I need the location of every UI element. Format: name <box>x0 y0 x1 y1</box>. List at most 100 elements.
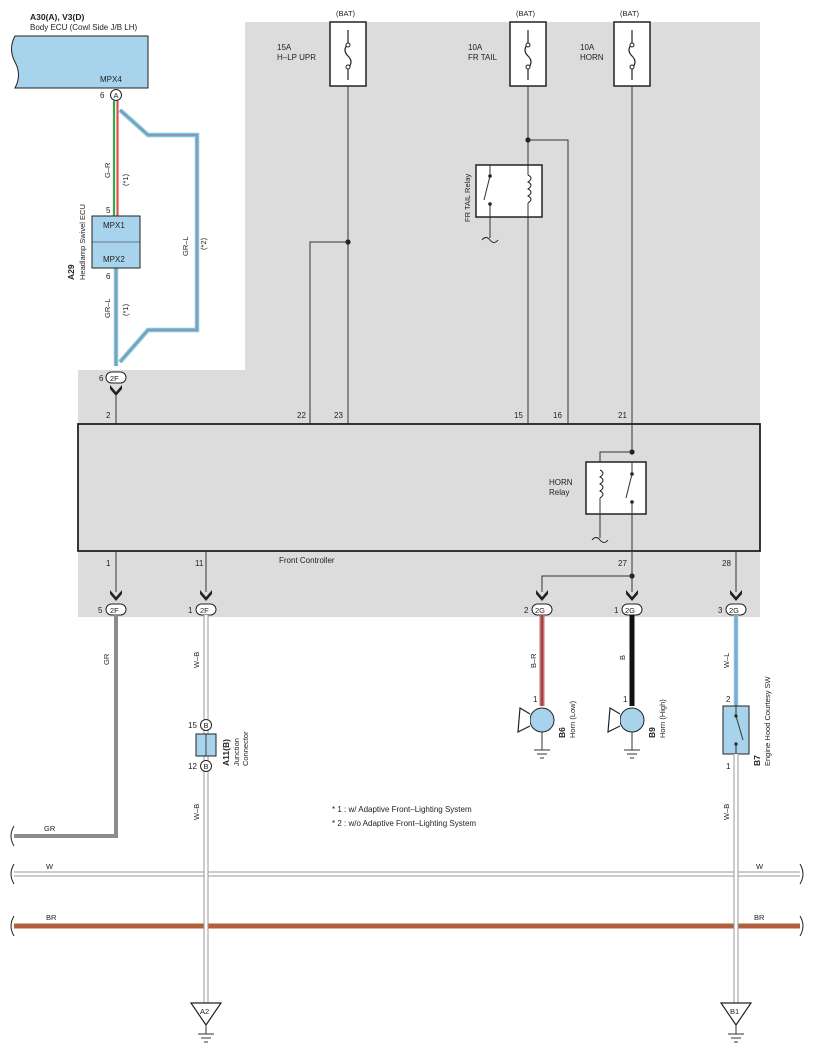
headlamp-mpx2-label: MPX2 <box>103 255 125 264</box>
wire-note-gr-l-bypass: (*2) <box>199 237 208 250</box>
pin-label: 28 <box>722 559 731 568</box>
connector-2f-a: 5 2F <box>98 603 127 616</box>
junction-desc-2: Connector <box>241 731 250 766</box>
horn-high: B 1 B9 Horn (High) <box>607 615 667 759</box>
wire-label-br-right: BR <box>754 913 765 922</box>
ground-label: B1 <box>730 1007 739 1016</box>
pin-label: 1 <box>106 559 111 568</box>
pin-label: 15 <box>514 411 523 420</box>
body-ecu-port-label: MPX4 <box>100 75 122 84</box>
wire-label-b: B <box>618 655 627 660</box>
horn-high-code: B9 <box>647 727 657 738</box>
headlamp-mpx1-label: MPX1 <box>103 221 125 230</box>
horn-high-pin: 1 <box>623 695 628 704</box>
body-ecu-pin-letter: A <box>114 91 119 100</box>
pin-label: 23 <box>334 411 343 420</box>
wire-note-gr-l: (*1) <box>121 303 130 316</box>
connector-pin-number: 5 <box>98 606 103 615</box>
connector-pin-number: 1 <box>188 606 193 615</box>
fuse-rating: 10A <box>468 43 483 52</box>
wire-label-w-b-right: W–B <box>722 804 731 820</box>
pin-label: 21 <box>618 411 627 420</box>
hood-sw-desc: Engine Hood Courtesy SW <box>763 675 772 766</box>
ground-b1: B1 <box>719 1002 753 1043</box>
fuse-name: HORN <box>580 53 604 62</box>
front-controller-label: Front Controller <box>279 556 335 565</box>
note-2: * 2 : w/o Adaptive Front–Lighting System <box>332 819 476 828</box>
lower-wiring <box>110 551 742 601</box>
connector-name: 2F <box>200 606 209 615</box>
wire-note-g-r: (*1) <box>121 173 130 186</box>
connector-pin-number: 2 <box>524 606 529 615</box>
body-ecu: A30(A), V3(D) Body ECU (Cowl Side J/B LH… <box>11 12 149 101</box>
pin-label: 16 <box>553 411 562 420</box>
hood-sw-pin-top: 2 <box>726 695 731 704</box>
wire-label-w-left: W <box>46 862 54 871</box>
connector-pin-number: 6 <box>99 374 104 383</box>
front-controller: Front Controller 2 22 23 15 16 21 1 11 2… <box>77 411 761 568</box>
wire-label-b-r: B–R <box>529 653 538 668</box>
headlamp-wiring <box>112 101 200 366</box>
ground-icon <box>719 1002 753 1027</box>
fuse-rating: 15A <box>277 43 292 52</box>
connector-pin-number: 1 <box>614 606 619 615</box>
ground-icon <box>189 1002 223 1027</box>
wire-label-w-b-top: W–B <box>192 652 201 668</box>
connector-2g-b: 1 2G <box>614 603 643 616</box>
fr-tail-relay: FR TAIL Relay <box>463 164 543 243</box>
wire-w-b: W–B W–B <box>192 615 209 1003</box>
connector-2g-c: 3 2G <box>718 603 747 616</box>
wire-label-w-l: W–L <box>722 653 731 668</box>
connector-circle-icon <box>200 760 212 772</box>
bus-w: W W <box>10 862 804 885</box>
headlamp-ecu-desc: Headlamp Swivel ECU <box>78 204 87 280</box>
wire-label-w-b-bottom: W–B <box>192 804 201 820</box>
connector-2f-top: 6 2F <box>99 371 127 424</box>
wire-label-gr-l: GR–L <box>103 298 112 318</box>
connector-circle-icon <box>200 719 212 731</box>
horn-relay-label-2: Relay <box>549 488 569 497</box>
hood-sw-pin-bottom: 1 <box>726 762 731 771</box>
horn-high-desc: Horn (High) <box>658 699 667 738</box>
junction-desc-1: Junction <box>232 738 241 766</box>
wire-label-gr-bus: GR <box>44 824 56 833</box>
notes: * 1 : w/ Adaptive Front–Lighting System … <box>332 805 476 828</box>
headlamp-ecu-code: A29 <box>66 264 76 280</box>
ground-a2: A2 <box>189 1002 223 1043</box>
wire-label-gr: GR <box>102 653 111 665</box>
horn-low-desc: Horn (Low) <box>568 700 577 738</box>
connector-name: 2F <box>110 374 119 383</box>
fuse-source: (BAT) <box>620 9 640 18</box>
headlamp-swivel-ecu: MPX1 MPX2 5 6 A29 Headlamp Swivel ECU G–… <box>66 162 208 318</box>
shaded-region <box>78 22 760 617</box>
connector-name: 2G <box>535 606 545 615</box>
connector-name: 2G <box>729 606 739 615</box>
engine-hood-sw: W–L 2 1 B7 Engine Hood Courtesy SW W–B <box>722 615 772 1003</box>
headlamp-pin-top: 5 <box>106 206 111 215</box>
junction-connector: 15 B 12 B A11(B) Junction Connector <box>188 719 250 772</box>
relay-icon <box>585 461 647 515</box>
junction-pin-top: 15 <box>188 721 197 730</box>
bat-wiring <box>309 86 633 452</box>
wire-label-gr-l-bypass: GR–L <box>181 236 190 256</box>
wire-label-g-r: G–R <box>103 162 112 178</box>
body-ecu-desc: Body ECU (Cowl Side J/B LH) <box>30 23 137 32</box>
connector-name: 2G <box>625 606 635 615</box>
pin-label: 22 <box>297 411 306 420</box>
horn-icon <box>619 707 645 733</box>
wire-label-w-right: W <box>756 862 764 871</box>
fuse-name: FR TAIL <box>468 53 498 62</box>
connector-2f-b: 1 2F <box>188 603 217 616</box>
hood-sw-code: B7 <box>752 755 762 766</box>
fuse-name: H–LP UPR <box>277 53 316 62</box>
fuse-source: (BAT) <box>336 9 356 18</box>
horn-low-code: B6 <box>557 727 567 738</box>
fuse-fr-tail: (BAT) 10A FR TAIL <box>468 9 547 87</box>
body-ecu-code: A30(A), V3(D) <box>30 12 84 22</box>
connector-circle-icon <box>110 89 122 101</box>
horn-relay-label-1: HORN <box>549 478 573 487</box>
junction-letter: B <box>204 721 209 730</box>
fr-tail-relay-label: FR TAIL Relay <box>463 174 472 222</box>
connector-2g-a: 2 2G <box>524 603 553 616</box>
junction-letter: B <box>204 762 209 771</box>
